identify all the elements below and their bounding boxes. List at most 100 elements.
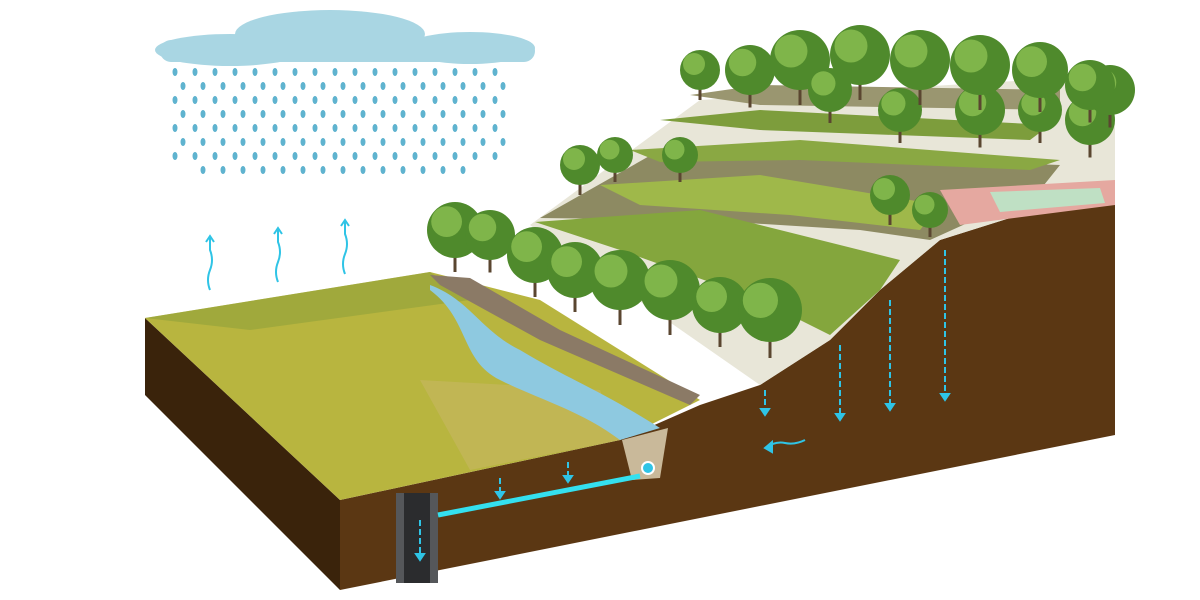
raindrop (212, 68, 218, 76)
raindrop (220, 166, 226, 174)
raindrop (432, 96, 438, 104)
raindrop (472, 96, 478, 104)
raindrop (272, 68, 278, 76)
raindrop (400, 166, 406, 174)
raindrop (192, 96, 198, 104)
raindrop (472, 68, 478, 76)
raindrop (372, 68, 378, 76)
raindrop (220, 138, 226, 146)
raindrop (340, 138, 346, 146)
raindrop (420, 110, 426, 118)
raindrop (500, 82, 506, 90)
raindrop (220, 82, 226, 90)
raindrop (360, 138, 366, 146)
raindrop (452, 96, 458, 104)
rain-drops (172, 68, 506, 174)
raindrop (260, 110, 266, 118)
arrow-left-icon (763, 439, 773, 454)
soil-left-face (145, 318, 340, 590)
evaporation-arrow (207, 238, 213, 291)
raindrop (292, 124, 298, 132)
arrow-down-icon (759, 408, 771, 417)
raindrop (232, 124, 238, 132)
raindrop (320, 82, 326, 90)
raindrop (380, 82, 386, 90)
raindrop (232, 96, 238, 104)
raindrop (460, 138, 466, 146)
raindrop (452, 68, 458, 76)
raindrop (212, 152, 218, 160)
raindrop (292, 96, 298, 104)
raindrop (352, 96, 358, 104)
raindrop (232, 152, 238, 160)
raindrop (400, 110, 406, 118)
arrow-down-icon (494, 491, 506, 500)
raindrop (500, 110, 506, 118)
raindrop (400, 82, 406, 90)
raindrop (180, 110, 186, 118)
raindrop (240, 82, 246, 90)
raindrop (200, 166, 206, 174)
raindrop (372, 96, 378, 104)
raindrop (452, 152, 458, 160)
raindrop (320, 110, 326, 118)
raindrop (372, 152, 378, 160)
raindrop (172, 124, 178, 132)
raindrop (400, 138, 406, 146)
raindrop (180, 138, 186, 146)
raindrop (332, 68, 338, 76)
raindrop (460, 82, 466, 90)
raindrop (300, 138, 306, 146)
raindrop (312, 68, 318, 76)
raindrop (412, 96, 418, 104)
evaporation-arrow (342, 222, 348, 275)
raindrop (172, 68, 178, 76)
raindrop (192, 68, 198, 76)
raindrop (392, 152, 398, 160)
raindrop (200, 110, 206, 118)
raindrop (172, 96, 178, 104)
raindrop (192, 124, 198, 132)
raindrop (320, 138, 326, 146)
raindrop (412, 68, 418, 76)
raindrop (280, 110, 286, 118)
raindrop (432, 152, 438, 160)
raindrop (412, 124, 418, 132)
raindrop (172, 152, 178, 160)
arrow-down-icon (562, 475, 574, 484)
raindrop (440, 82, 446, 90)
raindrop (312, 152, 318, 160)
raindrop (452, 124, 458, 132)
raindrop (260, 138, 266, 146)
raindrop (240, 166, 246, 174)
raindrop (320, 166, 326, 174)
raindrop (432, 124, 438, 132)
raindrop (232, 68, 238, 76)
raindrop (292, 152, 298, 160)
arrow-down-icon (834, 413, 846, 422)
raindrop (340, 166, 346, 174)
drain-pipe-end (641, 461, 655, 475)
raindrop (360, 110, 366, 118)
raindrop (260, 166, 266, 174)
raindrop (180, 82, 186, 90)
raindrop (292, 68, 298, 76)
raindrop (272, 96, 278, 104)
raindrop (480, 82, 486, 90)
swale-gravel (622, 428, 668, 480)
raindrop (472, 152, 478, 160)
raindrop (220, 110, 226, 118)
raindrop (332, 124, 338, 132)
arrow-down-icon (884, 403, 896, 412)
raindrop (240, 110, 246, 118)
raindrop (380, 138, 386, 146)
raindrop (492, 68, 498, 76)
raindrop (200, 138, 206, 146)
cloud-icon (155, 10, 535, 66)
raindrop (280, 82, 286, 90)
raindrop (212, 124, 218, 132)
raindrop (272, 124, 278, 132)
raindrop (252, 68, 258, 76)
raindrop (340, 110, 346, 118)
